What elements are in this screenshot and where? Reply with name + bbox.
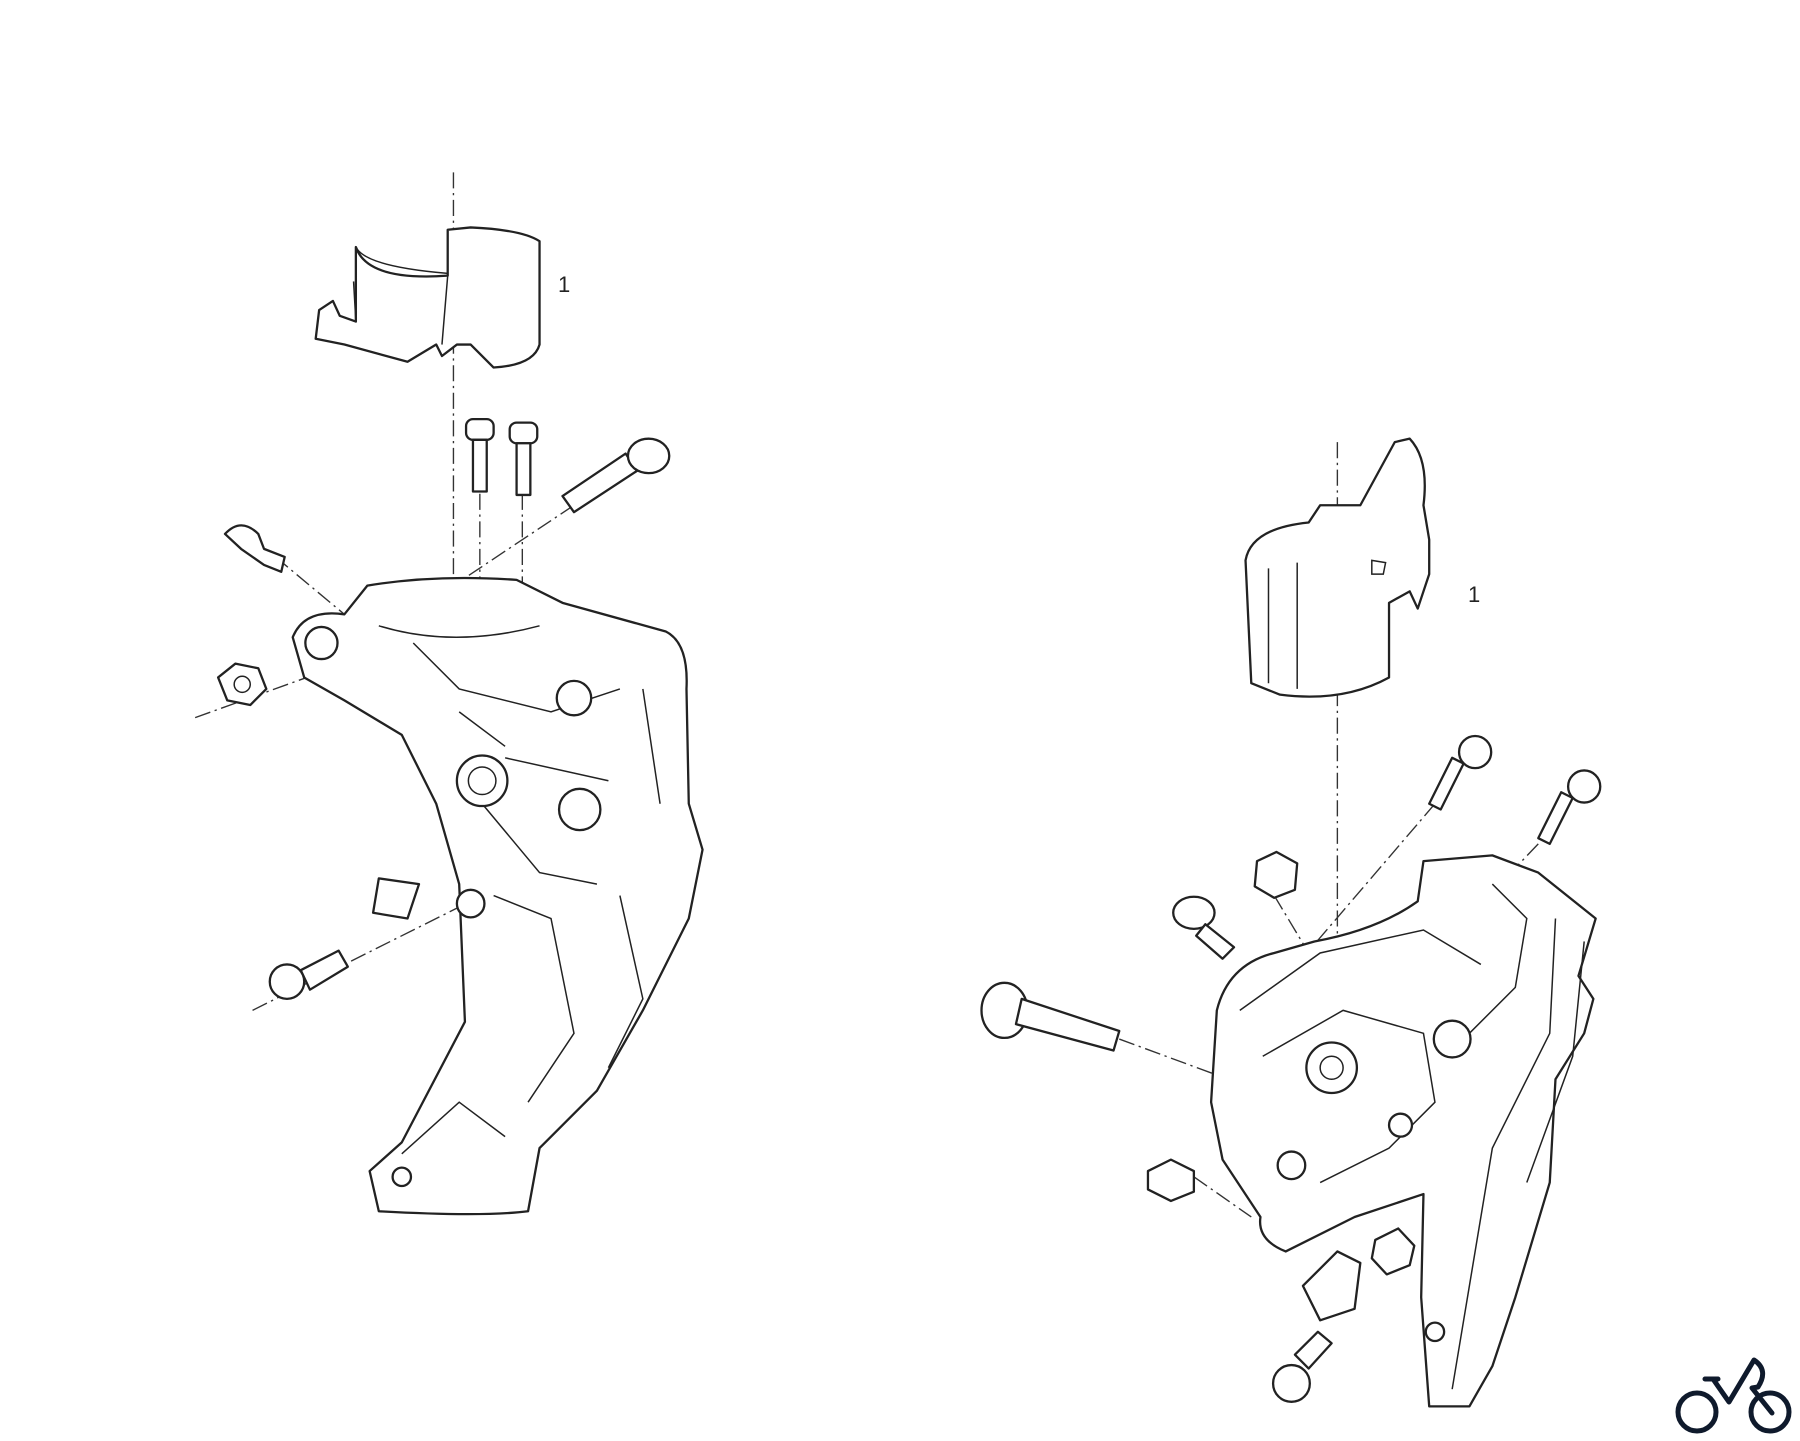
part-label-right: 1 <box>1468 582 1481 607</box>
right-derailleur-body <box>1209 854 1597 1408</box>
left-front-derailleur-assembly <box>194 172 704 1216</box>
small-screws <box>216 418 671 1001</box>
clamp-shim-part <box>314 226 541 369</box>
left-derailleur-body <box>291 576 704 1216</box>
clamp-shim-part <box>1244 437 1431 698</box>
part-label-left: 1 <box>558 272 571 297</box>
fasteners <box>980 734 1602 1403</box>
right-front-derailleur-assembly <box>980 437 1602 1408</box>
bicycle-logo-icon <box>1675 1357 1792 1434</box>
